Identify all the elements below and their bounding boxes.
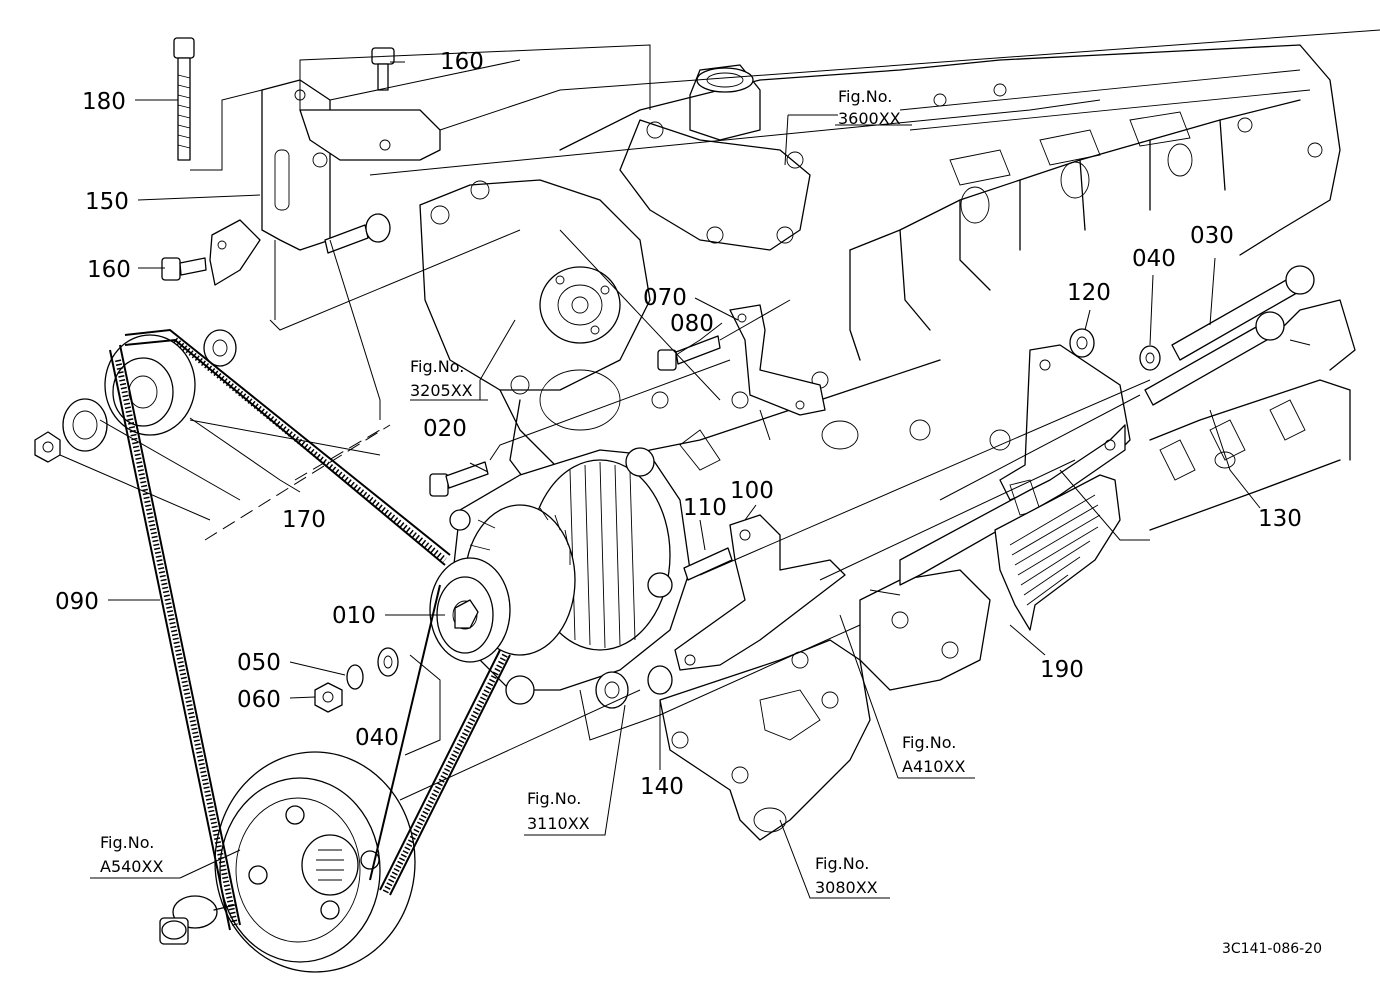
fig-ref-3205-prefix: Fig.No. (410, 357, 464, 376)
label-140: 140 (640, 774, 684, 800)
fig-ref-3110-code: 3110XX (527, 814, 590, 833)
alternator-010 (449, 447, 691, 705)
heat-shield-190 (994, 474, 1121, 631)
figure-references: Fig.No. 3600XX Fig.No. 3205XX Fig.No. A4… (100, 87, 965, 897)
label-080: 080 (670, 311, 714, 337)
label-010: 010 (332, 603, 376, 629)
fig-ref-3600-prefix: Fig.No. (838, 87, 892, 106)
label-150: 150 (85, 189, 129, 215)
part-number-labels: 180 160 150 160 170 090 010 050 060 040 … (55, 49, 1302, 800)
bolt-160-left (161, 257, 207, 281)
nut-060 (314, 682, 343, 713)
fig-ref-3080-code: 3080XX (815, 878, 878, 897)
label-030: 030 (1190, 223, 1234, 249)
stud-bolt (324, 213, 391, 254)
label-190: 190 (1040, 657, 1084, 683)
fig-ref-a540-prefix: Fig.No. (100, 833, 154, 852)
label-120: 120 (1067, 280, 1111, 306)
fig-ref-3080-prefix: Fig.No. (815, 854, 869, 873)
assembly-lines (59, 29, 1380, 801)
v-belt-090 (109, 328, 511, 931)
bolt-160-top (371, 47, 395, 91)
tension-bracket-100 (674, 514, 846, 671)
fig-ref-a540-code: A540XX (100, 857, 163, 876)
bolt-180 (173, 37, 195, 161)
bolt-020 (429, 461, 489, 497)
fig-ref-3110-prefix: Fig.No. (527, 789, 581, 808)
label-130: 130 (1258, 506, 1302, 532)
crank-bolt (159, 895, 236, 945)
label-040-low: 040 (355, 725, 399, 751)
bolt-080 (657, 335, 721, 371)
washer-040-right (1139, 345, 1161, 371)
drawing-code: 3C141-086-20 (1222, 941, 1322, 957)
bolt-130 (1144, 311, 1285, 406)
crank-pulley (214, 751, 416, 973)
fig-ref-3205-code: 3205XX (410, 381, 473, 400)
label-100: 100 (730, 478, 774, 504)
fig-ref-3600-code: 3600XX (838, 109, 901, 128)
label-070: 070 (643, 285, 687, 311)
stud-110 (683, 547, 733, 581)
idler-pulley (34, 329, 237, 463)
collar-120 (1069, 328, 1095, 358)
alternator-pulley (429, 557, 511, 663)
label-160-left: 160 (87, 257, 131, 283)
fig-ref-a410-code: A410XX (902, 757, 965, 776)
alternator-mount-bracket (899, 344, 1131, 586)
adjust-bracket-070 (729, 304, 826, 416)
bolt-030 (1171, 265, 1315, 361)
label-020: 020 (423, 416, 467, 442)
label-060: 060 (237, 687, 281, 713)
washer-040-low (377, 647, 399, 677)
label-050: 050 (237, 650, 281, 676)
washer-050 (346, 664, 364, 690)
label-090: 090 (55, 589, 99, 615)
label-170: 170 (282, 507, 326, 533)
leader-lines (90, 61, 1261, 899)
upper-bracket-150 (209, 79, 441, 286)
fig-ref-a410-prefix: Fig.No. (902, 733, 956, 752)
label-040-right: 040 (1132, 246, 1176, 272)
label-180: 180 (82, 89, 126, 115)
label-110: 110 (683, 495, 727, 521)
engine-block (419, 44, 1356, 841)
label-160-top: 160 (440, 49, 484, 75)
